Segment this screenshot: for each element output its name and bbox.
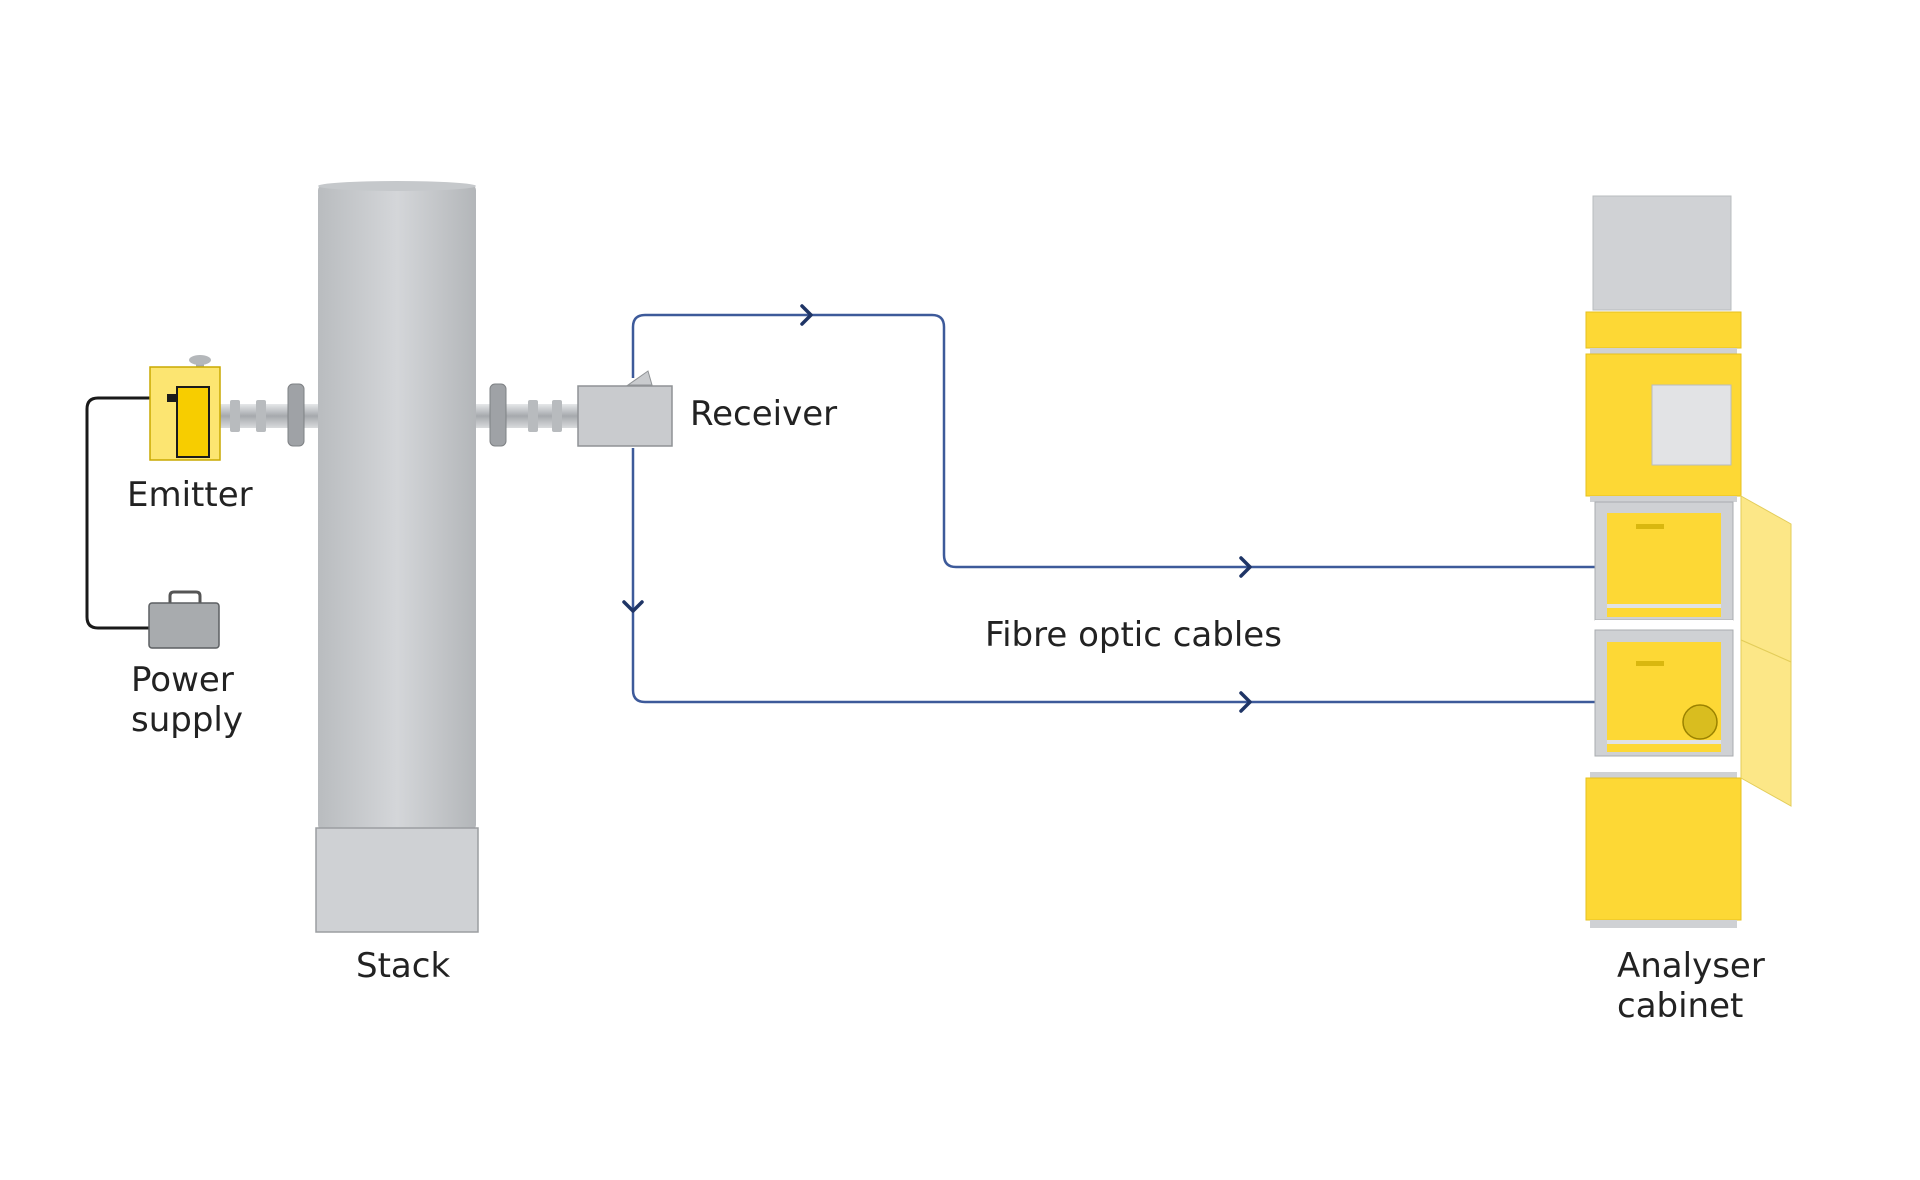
- arrow-down-icon: [622, 600, 644, 613]
- fibre-optic-cables-label: Fibre optic cables: [985, 615, 1282, 655]
- power-supply-label-line2: supply: [131, 700, 243, 740]
- stack-label: Stack: [356, 946, 451, 986]
- emitter-label: Emitter: [127, 475, 253, 515]
- fibre-optic-cables: [631, 313, 1618, 704]
- cabinet-door-lower: [1740, 639, 1792, 807]
- power-supply-label-line1: Power: [131, 660, 234, 700]
- receiver-label: Receiver: [690, 394, 838, 434]
- analyser-label-line2: cabinet: [1617, 986, 1744, 1026]
- power-supply-unit: [148, 590, 220, 649]
- receiver-flange: [476, 383, 578, 447]
- arrow-right-icon: [1239, 691, 1252, 713]
- fibre-cable-upper: [631, 313, 1612, 569]
- emitter-unit: [149, 355, 221, 461]
- stack: [315, 181, 479, 933]
- receiver-unit: [577, 370, 673, 447]
- gauge-icon: [1682, 704, 1718, 740]
- arrow-right-icon: [800, 304, 813, 326]
- analyser-cabinet: [1585, 195, 1792, 928]
- cabinet-door-upper: [1740, 495, 1792, 663]
- emitter-flange: [218, 383, 318, 447]
- fibre-cable-lower: [631, 448, 1618, 704]
- arrow-right-icon: [1239, 556, 1252, 578]
- analyser-label-line1: Analyser: [1617, 946, 1765, 986]
- power-cable: [85, 396, 170, 630]
